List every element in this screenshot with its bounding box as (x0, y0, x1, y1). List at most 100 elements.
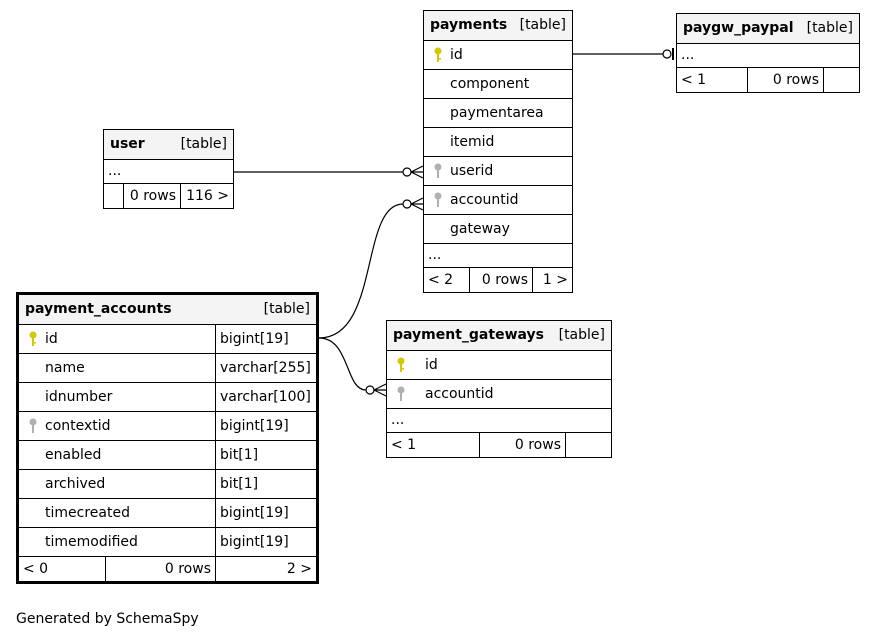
column-row[interactable]: contextid bigint[19] (19, 411, 316, 440)
foreign-key-icon (397, 386, 405, 401)
table-tag: [table] (519, 17, 566, 33)
column-name: accountid (450, 192, 519, 208)
column-row[interactable]: gateway (424, 214, 572, 243)
column-name: archived (45, 476, 106, 492)
row-count: 0 rows (747, 68, 823, 92)
column-row[interactable]: name varchar[255] (19, 353, 316, 382)
column-name: id (45, 331, 58, 347)
column-name: gateway (450, 221, 510, 237)
table-header: payment_accounts [table] (19, 295, 316, 324)
table-footer: < 1 0 rows (387, 432, 611, 457)
column-row[interactable]: itemid (424, 127, 572, 156)
table-header: user [table] (104, 130, 233, 159)
column-name: accountid (425, 386, 494, 402)
table-name: payment_accounts (25, 301, 172, 317)
table-tag: [table] (180, 136, 227, 152)
column-name: userid (450, 163, 494, 179)
column-name: enabled (45, 447, 102, 463)
foreign-key-icon (29, 418, 37, 433)
column-row[interactable]: accountid (387, 379, 611, 408)
column-type: bit[1] (215, 470, 316, 498)
ellipsis: ... (681, 47, 695, 63)
column-name: contextid (45, 418, 111, 434)
column-name: name (45, 360, 85, 376)
table-header: payments [table] (424, 11, 572, 40)
column-row[interactable]: paymentarea (424, 98, 572, 127)
column-row[interactable]: accountid (424, 185, 572, 214)
row-count: 0 rows (123, 184, 180, 208)
link-accounts-payments (318, 203, 404, 339)
parents-count[interactable]: < 1 (681, 72, 707, 88)
table-header: paygw_paypal [table] (677, 14, 859, 43)
column-name: timemodified (45, 534, 138, 550)
column-row[interactable]: userid (424, 156, 572, 185)
children-count[interactable]: 1 > (532, 268, 572, 292)
table-name: payment_gateways (393, 327, 544, 343)
generated-by-label: Generated by SchemaSpy (16, 611, 199, 627)
column-row[interactable]: idnumber varchar[100] (19, 382, 316, 411)
column-type: varchar[255] (215, 354, 316, 382)
table-payment-accounts[interactable]: payment_accounts [table] id bigint[19] n… (16, 292, 319, 584)
column-type: bigint[19] (215, 412, 316, 440)
more-columns: ... (424, 243, 572, 267)
row-count: 0 rows (479, 433, 565, 457)
more-columns: ... (104, 159, 233, 183)
more-columns: ... (387, 408, 611, 432)
column-row[interactable]: id (424, 40, 572, 69)
column-row[interactable]: id (387, 350, 611, 379)
column-name: component (450, 76, 530, 92)
table-name: user (110, 136, 145, 152)
parents-count[interactable]: < 0 (23, 561, 49, 577)
table-header: payment_gateways [table] (387, 321, 611, 350)
table-payment-gateways[interactable]: payment_gateways [table] id accountid ..… (386, 320, 612, 458)
table-footer: 0 rows 116 > (104, 183, 233, 208)
table-paygw-paypal[interactable]: paygw_paypal [table] ... < 1 0 rows (676, 13, 860, 93)
column-type: varchar[100] (215, 383, 316, 411)
primary-key-icon (434, 47, 442, 62)
column-name: id (425, 357, 438, 373)
row-count: 0 rows (105, 557, 215, 581)
column-row[interactable]: enabled bit[1] (19, 440, 316, 469)
table-footer: < 1 0 rows (677, 67, 859, 92)
primary-key-icon (397, 357, 405, 372)
link-accounts-gateways (318, 337, 367, 391)
column-type: bigint[19] (215, 499, 316, 527)
children-count[interactable]: 2 > (215, 557, 316, 581)
table-tag: [table] (558, 327, 605, 343)
table-tag: [table] (806, 20, 853, 36)
column-row[interactable]: timecreated bigint[19] (19, 498, 316, 527)
column-name: timecreated (45, 505, 130, 521)
parents-count[interactable]: < 1 (391, 437, 417, 453)
column-row[interactable]: timemodified bigint[19] (19, 527, 316, 556)
children-count[interactable]: 116 > (180, 184, 233, 208)
column-row[interactable]: id bigint[19] (19, 324, 316, 353)
row-count: 0 rows (469, 268, 532, 292)
table-footer: < 2 0 rows 1 > (424, 267, 572, 292)
children-count[interactable] (823, 68, 859, 92)
table-name: paygw_paypal (683, 20, 794, 36)
more-columns: ... (677, 43, 859, 67)
column-row[interactable]: component (424, 69, 572, 98)
parents-count[interactable] (104, 184, 123, 208)
column-type: bigint[19] (215, 325, 316, 353)
table-tag: [table] (263, 301, 310, 317)
ellipsis: ... (108, 163, 122, 179)
column-name: idnumber (45, 389, 113, 405)
column-type: bit[1] (215, 441, 316, 469)
children-count[interactable] (565, 433, 611, 457)
foreign-key-icon (434, 163, 442, 178)
table-footer: < 0 0 rows 2 > (19, 556, 316, 581)
column-name: id (450, 47, 463, 63)
column-row[interactable]: archived bit[1] (19, 469, 316, 498)
column-name: paymentarea (450, 105, 544, 121)
table-user[interactable]: user [table] ... 0 rows 116 > (103, 129, 234, 209)
ellipsis: ... (428, 247, 442, 263)
parents-count[interactable]: < 2 (428, 272, 454, 288)
ellipsis: ... (391, 412, 405, 428)
column-type: bigint[19] (215, 528, 316, 556)
primary-key-icon (29, 331, 37, 346)
table-payments[interactable]: payments [table] id component paymentare… (423, 10, 573, 293)
table-name: payments (430, 17, 508, 33)
foreign-key-icon (434, 192, 442, 207)
